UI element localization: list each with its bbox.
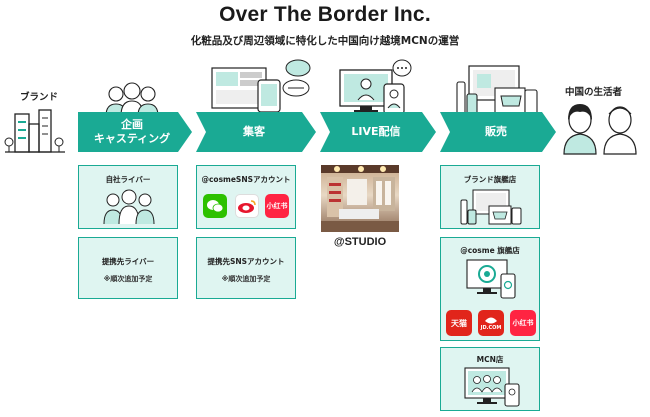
cosme-store-title: @cosme 旗艦店	[460, 246, 520, 255]
weibo-icon	[235, 194, 259, 218]
jd-label: JD.COM	[480, 324, 502, 331]
step-planning-casting	[78, 112, 192, 152]
consumers-icon	[563, 104, 637, 155]
xiaohongshu-label: 小红书	[266, 202, 288, 210]
step-sales-label: 販売	[485, 125, 507, 138]
brand-store-box: ブランド旗艦店	[440, 165, 540, 229]
step-attract-label: 集客	[243, 125, 265, 138]
xiaohongshu-icon-attract: 小红书	[265, 194, 289, 218]
step-attract	[196, 112, 316, 152]
cosme-sns-box: @cosmeSNSアカウント 小红书	[196, 165, 296, 229]
brand-store-devices-icon	[460, 189, 522, 225]
step-planning-casting-label: 企画 キャスティング	[78, 118, 186, 146]
mcn-store-box: MCN店	[440, 347, 540, 411]
mcn-store-title: MCN店	[476, 355, 504, 364]
own-liver-box: 自社ライバー	[78, 165, 178, 229]
step-planning-line2: キャスティング	[93, 132, 171, 145]
brand-buildings-icon	[4, 109, 65, 153]
cosme-store-screen-icon	[466, 259, 516, 299]
consumer-label: 中国の生活者	[565, 87, 623, 98]
studio-photo	[321, 165, 399, 232]
partner-sns-note: ※順次追加予定	[221, 275, 271, 283]
sales-devices-icon	[456, 65, 538, 115]
livers-group-icon	[105, 82, 159, 117]
step-live	[320, 112, 436, 152]
step-live-label: LIVE配信	[351, 125, 401, 138]
wechat-icon	[203, 194, 227, 218]
partner-sns-title: 提携先SNSアカウント	[207, 257, 285, 266]
jd-icon: JD.COM	[478, 310, 504, 336]
partner-liver-note: ※順次追加予定	[103, 275, 153, 283]
step-planning-line1: 企画	[121, 118, 143, 131]
live-stream-icon	[339, 59, 412, 115]
own-livers-icon	[103, 189, 155, 225]
brand-label: ブランド	[20, 92, 59, 103]
tmall-icon: 天猫	[446, 310, 472, 336]
partner-liver-title: 提携先ライバー	[101, 257, 155, 266]
partner-liver-box: 提携先ライバー ※順次追加予定	[78, 237, 178, 299]
page-subtitle: 化粧品及び周辺領域に特化した中国向け越境MCNの運営	[190, 35, 460, 47]
page-title: Over The Border Inc.	[219, 3, 431, 26]
xiaohongshu-icon-sales: 小红书	[510, 310, 536, 336]
marketing-screens-icon	[211, 59, 311, 113]
own-liver-title: 自社ライバー	[105, 175, 151, 184]
brand-store-title: ブランド旗艦店	[463, 175, 517, 184]
partner-sns-box: 提携先SNSアカウント ※順次追加予定	[196, 237, 296, 299]
step-sales	[440, 112, 556, 152]
cosme-sns-title: @cosmeSNSアカウント	[201, 175, 291, 184]
cosme-store-box: @cosme 旗艦店 天猫 JD.COM 小红书	[440, 237, 540, 341]
tmall-label: 天猫	[451, 318, 467, 328]
studio-label: @STUDIO	[333, 236, 387, 248]
xiaohongshu-sales-label: 小红书	[512, 319, 534, 327]
mcn-store-screen-icon	[464, 367, 520, 407]
